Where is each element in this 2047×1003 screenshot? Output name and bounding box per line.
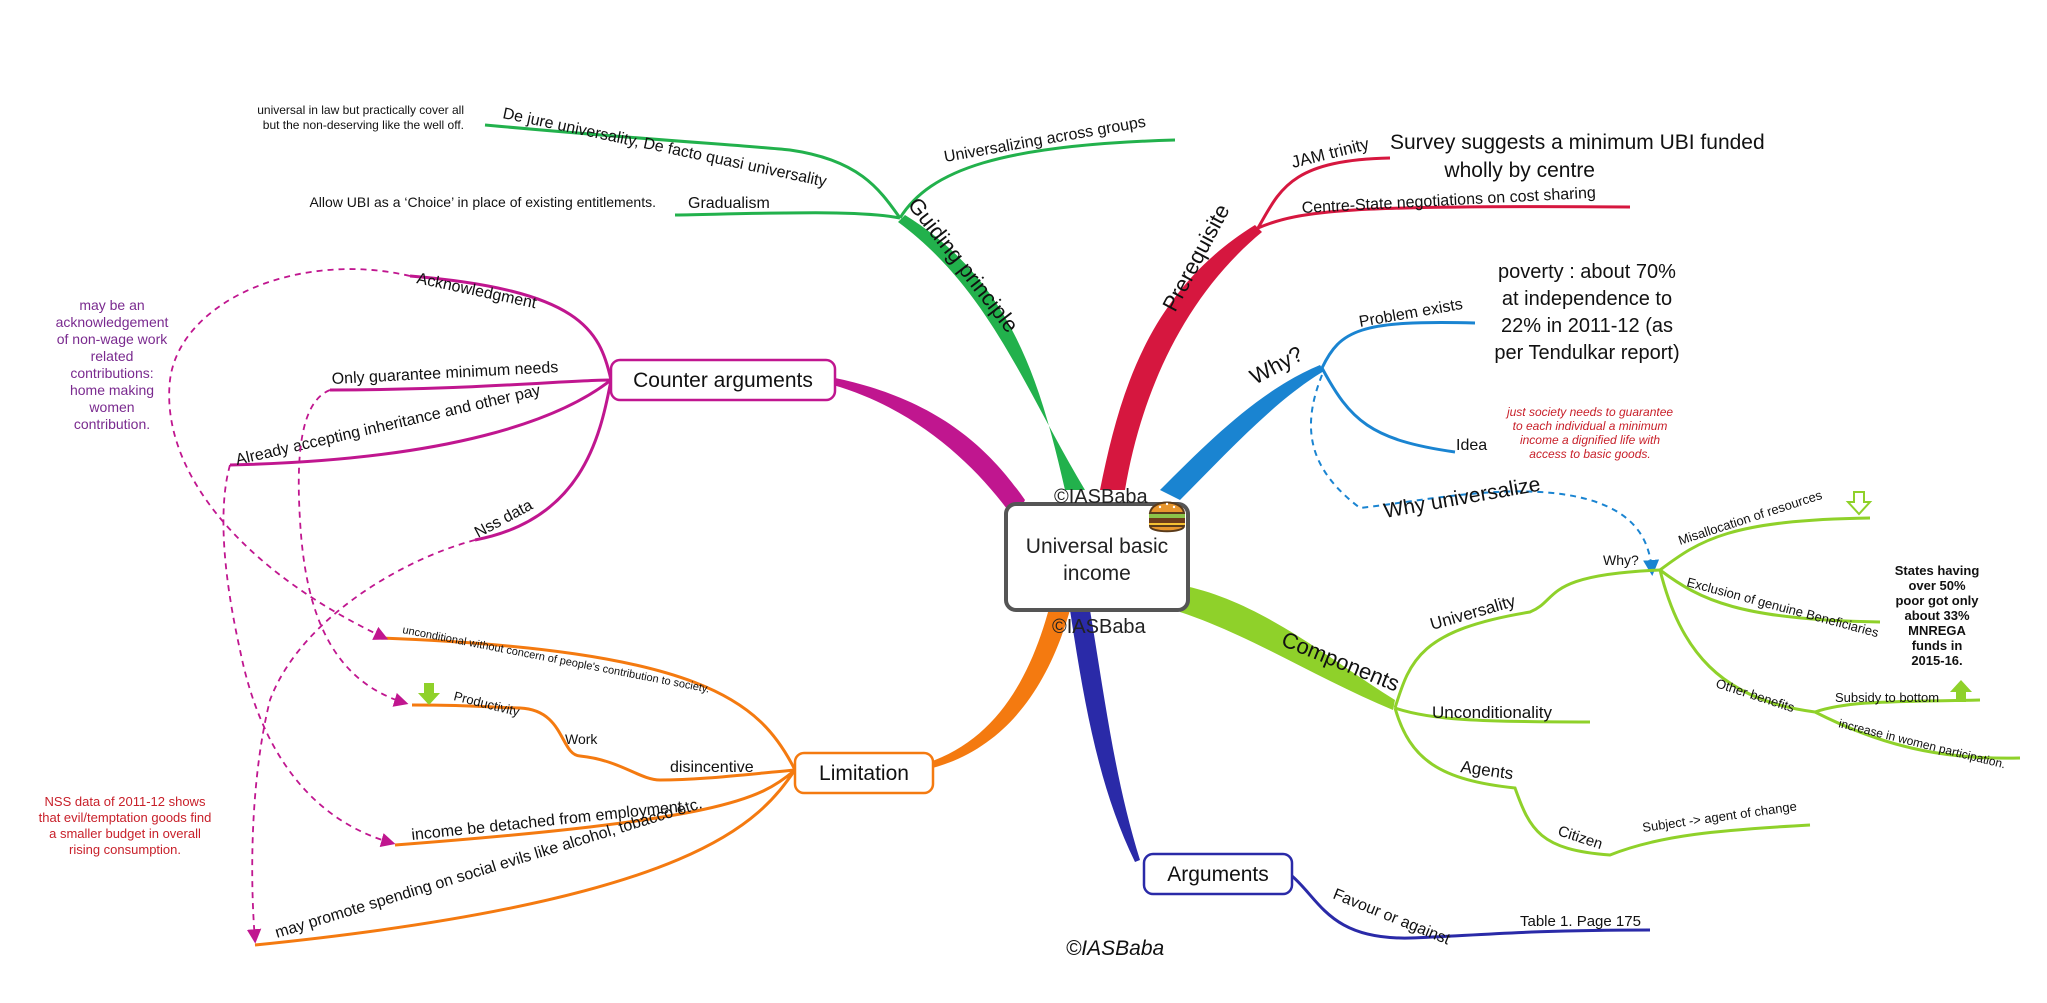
arguments-label[interactable]: Arguments	[1167, 863, 1269, 886]
components-lines	[1393, 516, 2021, 857]
idea-note-line-2: to each individual a minimum	[1513, 419, 1668, 433]
counter-lines	[229, 274, 613, 542]
poverty-note-line-1: poverty : about 70%	[1498, 261, 1676, 283]
arrow-down-filled-icon	[418, 683, 440, 705]
nss-note: NSS data of 2011-12 shows that evil/temp…	[39, 794, 212, 857]
ack-note-line-6: home making	[70, 382, 154, 398]
bottom-watermark: ©IASBaba	[1066, 937, 1164, 960]
unconditional-item[interactable]: unconditional without concern of people'…	[401, 624, 710, 695]
productivity-item[interactable]: Productivity	[452, 688, 521, 719]
favour-against-item[interactable]: Favour or against	[1331, 886, 1453, 949]
central-topic-box[interactable]	[1004, 502, 1190, 612]
idea-note-line-3: income a dignified life with	[1520, 433, 1660, 447]
nss-note-line-2: that evil/temptation goods find	[39, 810, 212, 825]
limitation-lines	[254, 636, 797, 947]
ack-note-line-2: acknowledgement	[56, 314, 169, 330]
ack-note-line-3: of non-wage work	[57, 331, 169, 347]
table-ref-item[interactable]: Table 1. Page 175	[1520, 913, 1641, 930]
prerequisite-lines	[1256, 156, 1631, 230]
idea-note: just society needs to guarantee to each …	[1505, 405, 1673, 461]
states-note-line-7: 2015-16.	[1911, 653, 1962, 668]
citizen-item[interactable]: Citizen	[1556, 823, 1605, 853]
states-note-line-6: funds in	[1912, 638, 1963, 653]
states-note-line-1: States having	[1895, 563, 1980, 578]
guiding-universalizing-item[interactable]: Universalizing across groups	[943, 114, 1147, 166]
survey-note-line-2: wholly by centre	[1443, 159, 1595, 182]
central-watermark-bottom: ©IASBaba	[1052, 616, 1147, 638]
limitation-label[interactable]: Limitation	[819, 762, 909, 785]
burger-icon	[1148, 501, 1186, 533]
central-topic-line-2: income	[1063, 562, 1131, 585]
prerequisite-centre-state-item[interactable]: Centre-State negotiations on cost sharin…	[1301, 185, 1596, 217]
guiding-principle-group	[484, 123, 1176, 220]
idea-note-line-4: access to basic goods.	[1529, 447, 1650, 461]
inheritance-item[interactable]: Already accepting inheritance and other …	[234, 382, 542, 469]
other-benefits-item[interactable]: Other benefits	[1714, 676, 1797, 716]
prerequisite-jam-item[interactable]: JAM trinity	[1289, 134, 1371, 172]
central-topic-line-1: Universal basic	[1026, 535, 1168, 558]
women-participation-item[interactable]: increase in women participation.	[1837, 716, 2007, 771]
ack-note-line-5: contributions:	[70, 365, 153, 381]
limitation-branch	[925, 605, 1070, 770]
limitation-box[interactable]	[793, 751, 935, 795]
why-branch	[1160, 365, 1324, 500]
counter-arguments-branch	[833, 378, 1025, 520]
survey-note-line-1: Survey suggests a minimum UBI funded	[1390, 131, 1765, 154]
misallocation-item[interactable]: Misallocation of resources	[1676, 487, 1824, 548]
ack-note-line-4: related	[91, 348, 134, 364]
components-universality-item[interactable]: Universality	[1428, 591, 1518, 634]
states-note-line-3: poor got only	[1895, 593, 1979, 608]
poverty-note-line-3: 22% in 2011-12 (as	[1501, 315, 1673, 337]
gradualism-note: Allow UBI as a ‘Choice’ in place of exis…	[309, 194, 656, 210]
work-item[interactable]: Work	[565, 731, 598, 747]
acknowledgement-note: may be an acknowledgement of non-wage wo…	[56, 297, 169, 432]
states-note: States having over 50% poor got only abo…	[1895, 563, 1980, 668]
components-unconditionality-item[interactable]: Unconditionality	[1432, 703, 1553, 722]
why-universalize-connector	[1310, 374, 1660, 576]
poverty-note-line-2: at independence to	[1502, 288, 1672, 310]
why-idea-item[interactable]: Idea	[1456, 437, 1487, 454]
components-why-sub-item[interactable]: Why?	[1603, 552, 1639, 568]
arguments-branch	[1070, 610, 1140, 862]
nss-note-line-1: NSS data of 2011-12 shows	[45, 794, 206, 809]
idea-note-line-1: just society needs to guarantee	[1505, 405, 1673, 419]
nss-data-item[interactable]: Nss data	[472, 497, 536, 542]
ack-note-line-1: may be an	[79, 297, 144, 313]
guiding-principle-label[interactable]: Guiding principle	[903, 193, 1024, 338]
central-topic[interactable]: Universal basic income ©IASBaba ©IASBaba	[1004, 486, 1190, 638]
poverty-note-line-4: per Tendulkar report)	[1494, 342, 1679, 364]
why-problem-item[interactable]: Problem exists	[1358, 296, 1464, 331]
arguments-lines	[1291, 874, 1651, 940]
why-universalize-label[interactable]: Why universalize	[1382, 473, 1542, 523]
subject-agent-item[interactable]: Subject -> agent of change	[1641, 798, 1797, 835]
subsidy-item[interactable]: Subsidy to bottom	[1835, 690, 1939, 705]
counter-arguments-box[interactable]	[609, 358, 837, 402]
disincentive-item[interactable]: disincentive	[670, 759, 754, 776]
arrow-up-filled-icon	[1950, 680, 1972, 702]
arguments-box[interactable]	[1142, 852, 1294, 896]
guiding-principle-branch	[898, 215, 1085, 490]
states-note-line-5: MNREGA	[1908, 623, 1966, 638]
exclusion-item[interactable]: Exclusion of genuine Beneficiaries	[1685, 574, 1881, 640]
components-branch	[1180, 585, 1395, 710]
nss-note-line-3: a smaller budget in overall	[49, 826, 201, 841]
ack-note-line-8: contribution.	[74, 416, 150, 432]
states-note-line-2: over 50%	[1908, 578, 1966, 593]
dejure-note-line-2: but the non-deserving like the well off.	[263, 118, 464, 132]
counter-cross-links	[168, 268, 476, 944]
arrow-down-outline-icon	[1845, 491, 1873, 516]
acknowledgment-item[interactable]: Acknowledgment	[415, 270, 538, 312]
guiding-gradualism-item[interactable]: Gradualism	[688, 195, 770, 212]
central-watermark-top: ©IASBaba	[1054, 486, 1149, 508]
states-note-line-4: about 33%	[1904, 608, 1969, 623]
dejure-note-line-1: universal in law but practically cover a…	[257, 103, 464, 117]
nss-note-line-4: rising consumption.	[69, 842, 181, 857]
why-lines	[1320, 321, 1476, 454]
prerequisite-branch	[1100, 225, 1262, 490]
counter-arguments-label[interactable]: Counter arguments	[633, 369, 813, 392]
ack-note-line-7: women	[88, 399, 134, 415]
